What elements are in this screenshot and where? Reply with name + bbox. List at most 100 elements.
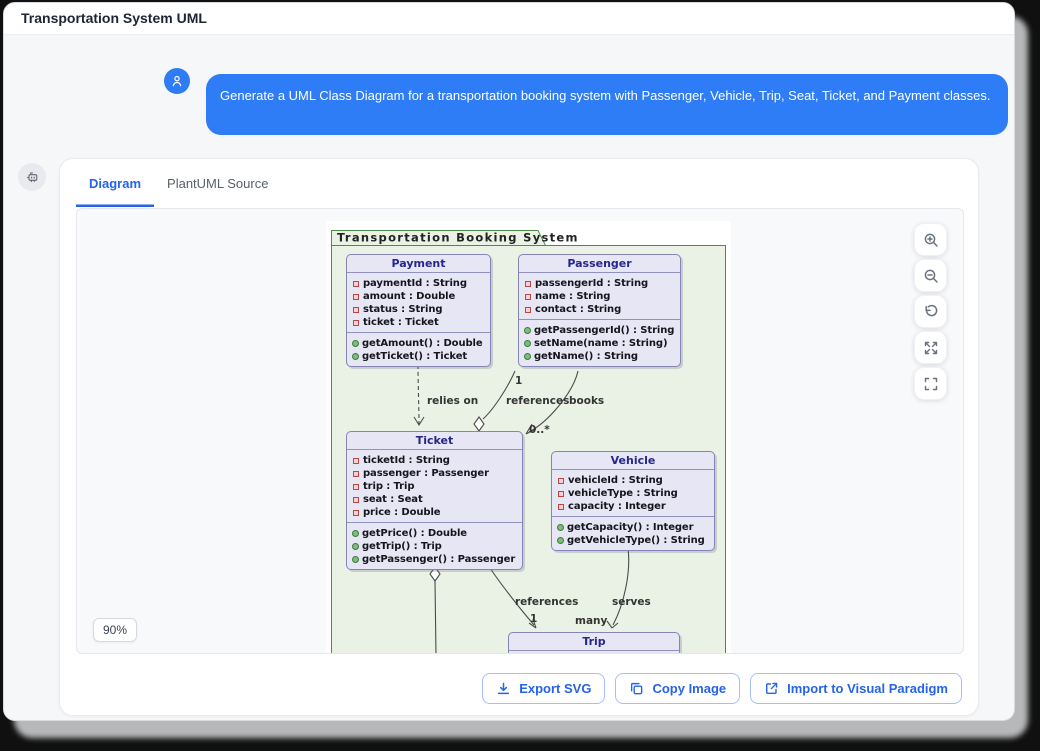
uml-member-text: vehicleId : String: [568, 475, 663, 486]
uml-methods-section: getCapacity() : Integer getVehicleType()…: [552, 516, 714, 550]
uml-method-row: getPassenger() : Passenger: [351, 553, 518, 566]
tab-diagram[interactable]: Diagram: [76, 159, 154, 207]
uml-method-row: getTrip() : Trip: [351, 540, 518, 553]
edge-ticket-passenger-aggregation: [482, 370, 516, 420]
user-message-text: Generate a UML Class Diagram for a trans…: [220, 88, 991, 103]
uml-attribute-row: ticket : Ticket: [351, 316, 486, 329]
app-header: Transportation System UML: [4, 3, 1014, 35]
import-to-visual-paradigm-button[interactable]: Import to Visual Paradigm: [750, 673, 962, 704]
private-attribute-icon: [558, 477, 564, 484]
uml-attribute-row: ticketId : String: [351, 454, 518, 467]
multiplicity-books: 0..*: [529, 424, 550, 436]
arrowhead-ticket-trip: [528, 618, 537, 629]
aggregation-diamond-seat: [429, 566, 441, 582]
uml-member-text: price : Double: [363, 507, 441, 518]
uml-member-text: getName() : String: [534, 351, 638, 362]
edge-ticket-seat: [434, 580, 437, 653]
uml-member-text: getTrip() : Trip: [362, 541, 442, 552]
uml-method-row: getTicket() : Ticket: [351, 350, 486, 363]
edge-payment-ticket-dependency: [417, 364, 420, 425]
zoom-in-icon: [924, 233, 938, 247]
copy-image-label: Copy Image: [652, 681, 727, 696]
uml-attribute-row: amount : Double: [351, 290, 486, 303]
edge-label-references-top: references: [506, 395, 569, 407]
uml-member-text: getCapacity() : Integer: [567, 522, 694, 533]
edge-label-references-bottom: references: [515, 596, 578, 608]
edge-vehicle-serves-trip: [612, 547, 630, 626]
edge-label-serves: serves: [612, 596, 651, 608]
uml-member-text: seat : Seat: [363, 494, 423, 505]
tab-plantuml-source[interactable]: PlantUML Source: [154, 159, 281, 207]
diagram-viewport[interactable]: Transportation Booking System: [76, 208, 964, 654]
public-method-icon: [352, 530, 359, 537]
expand-icon: [924, 341, 937, 354]
uml-class-payment: Payment paymentId : String amount : Doub…: [346, 254, 491, 367]
chat-area: Generate a UML Class Diagram for a trans…: [4, 35, 1014, 720]
uml-member-text: getPrice() : Double: [362, 528, 467, 539]
uml-attribute-row: paymentId : String: [351, 277, 486, 290]
fullscreen-button[interactable]: [914, 367, 947, 400]
uml-class-name: Passenger: [519, 255, 680, 273]
private-attribute-icon: [353, 457, 359, 464]
uml-attribute-row: status : String: [351, 303, 486, 316]
zoom-level-badge: 90%: [93, 618, 138, 642]
user-message-bubble: Generate a UML Class Diagram for a trans…: [206, 74, 1008, 135]
uml-attributes-section: passengerId : String name : String conta…: [519, 273, 680, 319]
uml-member-text: paymentId : String: [363, 278, 467, 289]
private-attribute-icon: [353, 280, 359, 287]
public-method-icon: [557, 524, 564, 531]
copy-image-button[interactable]: Copy Image: [615, 673, 741, 704]
private-attribute-icon: [525, 280, 531, 287]
uml-member-text: status : String: [363, 304, 443, 315]
multiplicity-serves: many: [575, 615, 608, 627]
multiplicity-passenger: 1: [515, 375, 522, 387]
zoom-controls: [914, 223, 947, 400]
private-attribute-icon: [353, 483, 359, 490]
zoom-out-button[interactable]: [914, 259, 947, 292]
arrowhead-serves: [606, 620, 619, 629]
public-method-icon: [352, 353, 359, 360]
export-svg-button[interactable]: Export SVG: [482, 673, 606, 704]
uml-member-text: getPassenger() : Passenger: [362, 554, 516, 565]
action-bar: Export SVG Copy Image Import to Visual P…: [482, 673, 962, 704]
uml-class-trip: Trip: [508, 632, 680, 653]
uml-member-text: passenger : Passenger: [363, 468, 489, 479]
uml-method-row: getPassengerId() : String: [523, 324, 676, 337]
public-method-icon: [352, 543, 359, 550]
uml-member-text: getTicket() : Ticket: [362, 351, 468, 362]
zoom-out-icon: [924, 269, 938, 283]
uml-class-name: Payment: [347, 255, 490, 273]
public-method-icon: [352, 556, 359, 563]
export-svg-label: Export SVG: [519, 681, 592, 696]
reset-view-icon: [924, 304, 937, 316]
edge-label-books: books: [569, 395, 604, 407]
uml-attributes-section: vehicleId : String vehicleType : String …: [552, 470, 714, 516]
app-window: Transportation System UML Generate a UML…: [3, 2, 1015, 721]
user-avatar: [164, 68, 190, 94]
fullscreen-icon: [924, 377, 937, 390]
robot-icon: [26, 171, 37, 182]
uml-attribute-row: trip : Trip: [351, 480, 518, 493]
reset-view-button[interactable]: [914, 295, 947, 328]
zoom-in-button[interactable]: [914, 223, 947, 256]
uml-attribute-row: vehicleType : String: [556, 487, 710, 500]
uml-attribute-row: price : Double: [351, 506, 518, 519]
expand-button[interactable]: [914, 331, 947, 364]
uml-class-ticket: Ticket ticketId : String passenger : Pas…: [346, 431, 523, 570]
uml-member-text: getAmount() : Double: [362, 338, 483, 349]
multiplicity-trip: 1: [530, 613, 537, 625]
uml-attributes-section: paymentId : String amount : Double statu…: [347, 273, 490, 332]
uml-member-text: name : String: [535, 291, 611, 302]
uml-attribute-row: vehicleId : String: [556, 474, 710, 487]
public-method-icon: [557, 537, 564, 544]
bot-avatar: [18, 163, 46, 191]
edge-passenger-books-ticket: [528, 370, 579, 433]
result-card: Diagram PlantUML Source Transportation B…: [59, 158, 979, 716]
uml-member-text: amount : Double: [363, 291, 456, 302]
uml-package-title: Transportation Booking System: [337, 231, 579, 245]
uml-class-name: Ticket: [347, 432, 522, 450]
uml-class-passenger: Passenger passengerId : String name : St…: [518, 254, 681, 367]
private-attribute-icon: [353, 509, 359, 516]
public-method-icon: [524, 353, 531, 360]
private-attribute-icon: [353, 496, 359, 503]
